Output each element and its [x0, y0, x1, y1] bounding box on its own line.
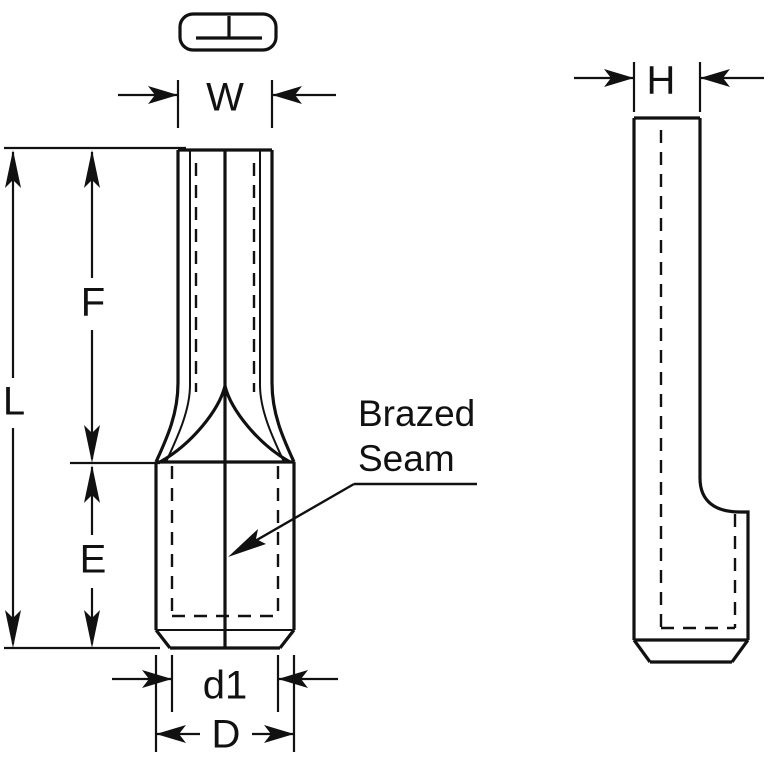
dimension-h: H: [574, 59, 764, 112]
barrel-chamfer-right: [278, 629, 296, 649]
dimension-w: W: [118, 76, 336, 128]
side-view-right-profile: [698, 118, 750, 640]
l-dimension-label: L: [3, 380, 25, 424]
w-arrowhead-left: [148, 86, 178, 104]
w-arrowhead-right: [272, 86, 302, 104]
body-right-outer-profile: [270, 150, 296, 463]
dimension-d1: d1: [112, 655, 338, 712]
bore-left-taper: [159, 385, 227, 464]
dimension-d: D: [154, 655, 296, 757]
e-dimension-label: E: [80, 538, 107, 582]
dimension-f: F: [70, 150, 160, 465]
body-left-inner-flare: [165, 150, 191, 463]
dimension-l: L: [3, 146, 186, 650]
brazed-seam-arrowhead: [228, 529, 266, 557]
l-arrowhead-bottom: [5, 610, 21, 648]
barrel-chamfer-left: [154, 629, 172, 649]
top-view-outline: [178, 12, 278, 52]
brazed-seam-annotation: Brazed Seam: [228, 393, 477, 557]
d-arrowhead-left: [156, 725, 186, 743]
f-arrowhead-top: [84, 150, 100, 188]
top-view-group: [178, 12, 278, 52]
d1-dimension-label: d1: [203, 664, 248, 708]
brazed-seam-label-line1: Brazed: [358, 393, 475, 434]
e-arrowhead-top: [84, 465, 100, 503]
e-arrowhead-bottom: [84, 610, 100, 648]
body-right-inner-flare: [259, 150, 285, 463]
side-view-chamfer-right: [730, 639, 750, 663]
d-arrowhead-right: [264, 725, 294, 743]
f-arrowhead-bottom: [84, 425, 100, 463]
bore-right-taper: [223, 385, 291, 464]
d-dimension-label: D: [212, 713, 241, 757]
side-view-group: [632, 116, 750, 664]
h-arrowhead-right: [700, 69, 730, 87]
dimension-e: E: [80, 465, 107, 648]
l-arrowhead-top: [5, 150, 21, 188]
w-dimension-label: W: [206, 76, 244, 120]
body-left-outer-profile: [154, 150, 180, 463]
f-dimension-label: F: [81, 281, 105, 325]
side-view-chamfer-left: [632, 639, 652, 663]
brazed-seam-label-line2: Seam: [358, 438, 455, 479]
front-view-group: [154, 148, 296, 650]
h-dimension-label: H: [647, 59, 676, 103]
h-arrowhead-left: [604, 69, 634, 87]
